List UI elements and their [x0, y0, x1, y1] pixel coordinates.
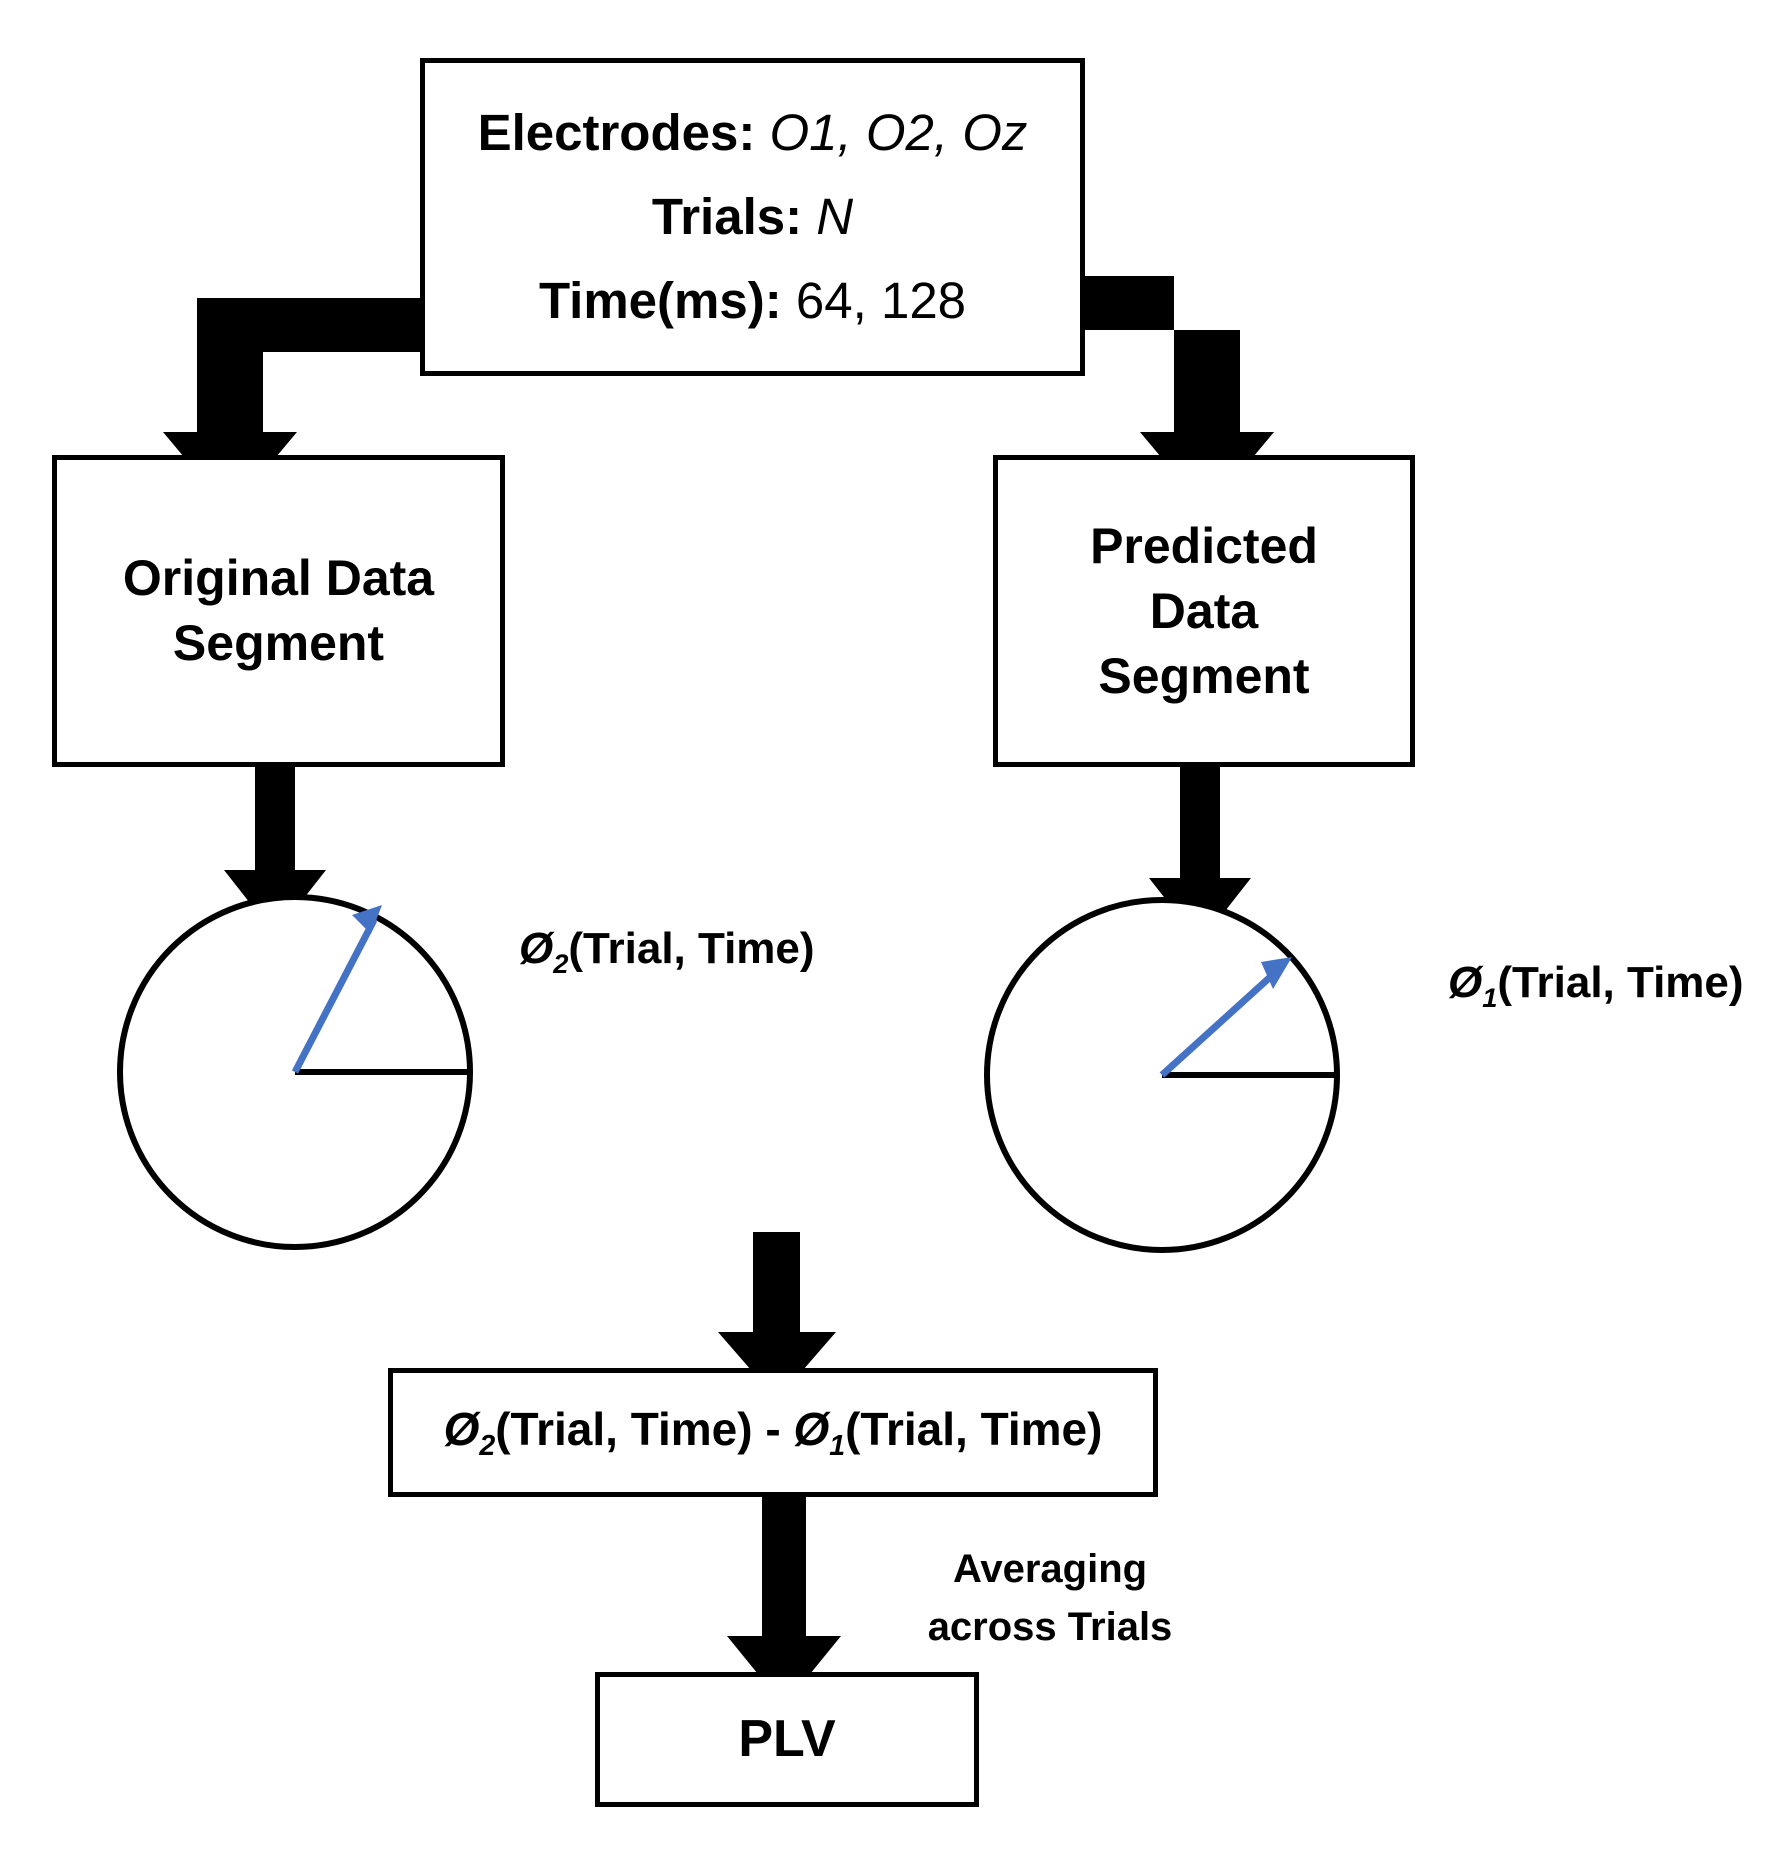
formula-term1-symbol: Ø — [443, 1402, 480, 1455]
trials-value: N — [816, 187, 854, 245]
phase-difference-expression: Ø2(Trial, Time) - Ø1(Trial, Time) — [444, 1400, 1103, 1465]
formula-operator: - — [752, 1402, 794, 1455]
formula-term2-subscript: 1 — [829, 1430, 846, 1463]
plv-label: PLV — [738, 1709, 836, 1768]
averaging-note: Averaging across Trials — [900, 1540, 1200, 1656]
formula-term2-args: (Trial, Time) — [845, 1402, 1103, 1455]
averaging-note-line1: Averaging — [952, 1547, 1148, 1591]
trials-label: Trials: — [651, 187, 803, 245]
elbow-arrow-right — [1085, 276, 1274, 512]
phi1-args: (Trial, Time) — [1497, 958, 1744, 1007]
phi2-subscript: 2 — [553, 947, 569, 979]
plv-output-box: PLV — [595, 1672, 979, 1807]
arrow-left-box-to-circle — [224, 766, 326, 935]
formula-term1-args: (Trial, Time) — [495, 1402, 753, 1455]
phi2-label: Ø2(Trial, Time) — [519, 924, 815, 980]
phi1-label: Ø1(Trial, Time) — [1448, 958, 1744, 1014]
phase-difference-box: Ø2(Trial, Time) - Ø1(Trial, Time) — [388, 1368, 1158, 1497]
time-label: Time(ms): — [538, 272, 782, 330]
predicted-data-segment-line2: Data — [1149, 582, 1259, 639]
time-value: 64, 128 — [795, 272, 967, 330]
formula-term1-subscript: 2 — [479, 1430, 496, 1463]
original-data-segment-line2: Segment — [172, 615, 385, 671]
formula-term2-symbol: Ø — [793, 1402, 830, 1455]
original-data-segment-box: Original Data Segment — [52, 455, 505, 767]
predicted-data-segment-line3: Segment — [1098, 647, 1310, 704]
arrow-formula-to-plv — [727, 1497, 841, 1706]
electrodes-label: Electrodes: — [477, 103, 756, 161]
predicted-data-segment-box: Predicted Data Segment — [993, 455, 1415, 767]
predicted-data-segment-line1: Predicted — [1090, 517, 1318, 574]
electrodes-value: O1, O2, Oz — [769, 103, 1028, 161]
phi2-symbol: Ø — [519, 924, 554, 973]
averaging-note-line2: across Trials — [927, 1605, 1173, 1649]
phase-vector-original — [291, 905, 382, 1074]
predicted-phase-circle — [984, 897, 1340, 1253]
original-data-segment-text: Original Data Segment — [123, 546, 434, 676]
parameters-box: Electrodes: O1, O2, Oz Trials: N Time(ms… — [420, 58, 1085, 376]
phase-vector-predicted — [1159, 957, 1292, 1078]
time-line: Time(ms): 64, 128 — [539, 268, 966, 334]
phi1-symbol: Ø — [1448, 958, 1483, 1007]
original-phase-circle — [117, 894, 473, 1250]
predicted-data-segment-text: Predicted Data Segment — [1090, 514, 1318, 709]
arrow-circles-to-formula — [718, 1232, 836, 1400]
phi1-subscript: 1 — [1482, 981, 1498, 1013]
phi2-args: (Trial, Time) — [568, 924, 815, 973]
electrodes-line: Electrodes: O1, O2, Oz — [478, 100, 1028, 166]
original-data-segment-line1: Original Data — [122, 550, 435, 606]
trials-line: Trials: N — [652, 184, 853, 250]
